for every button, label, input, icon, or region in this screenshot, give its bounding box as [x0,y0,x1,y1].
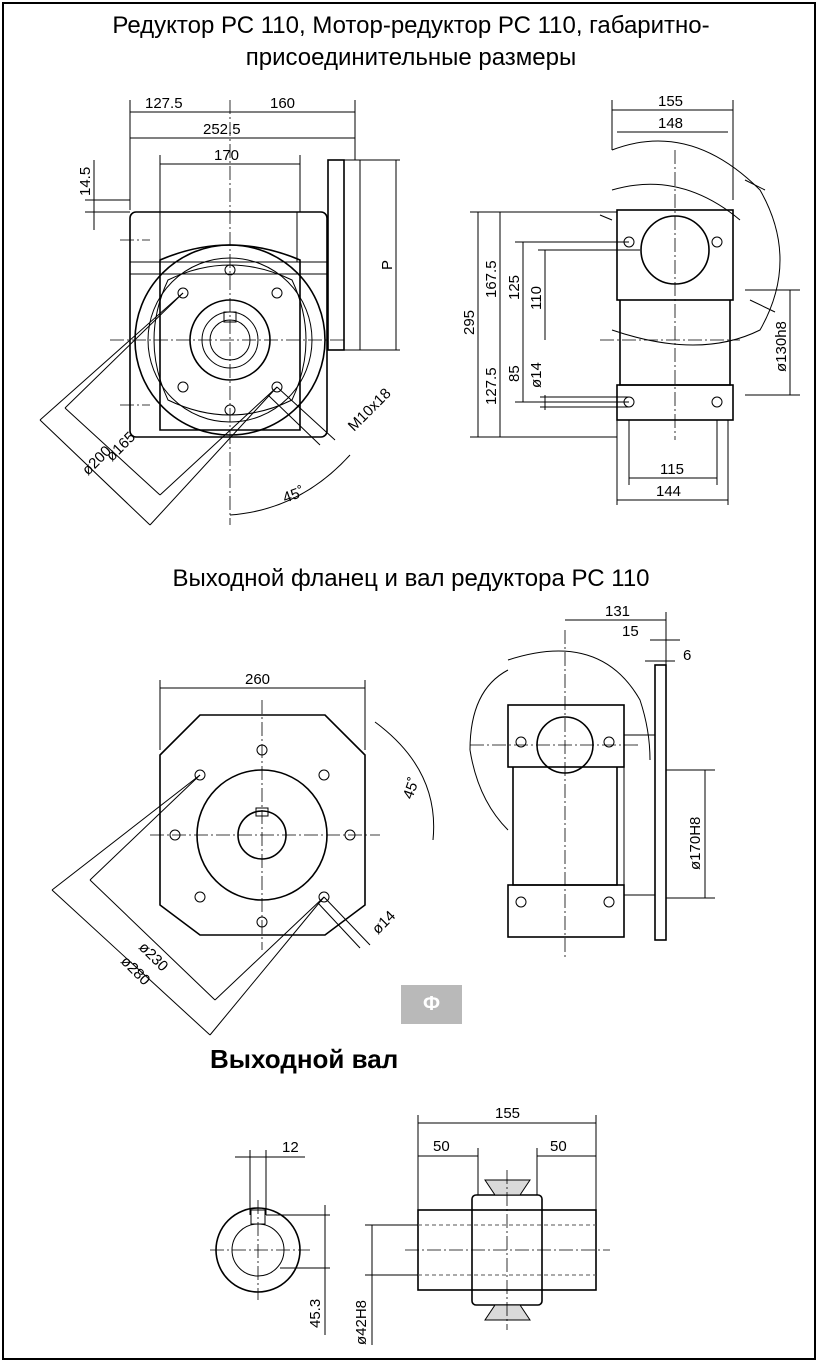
dim-252-5: 252.5 [203,121,241,138]
dim-15: 15 [622,623,639,640]
dim-p: P [379,260,396,270]
dim-12: 12 [282,1139,299,1156]
dim-125: 125 [506,275,523,300]
dim-d14: ø14 [528,362,545,388]
dim-167-5: 167.5 [483,260,500,298]
dim-d130h8: ø130h8 [773,321,790,372]
dim-155-shaft: 155 [495,1105,520,1122]
shaft-section-title: Выходной вал [210,1044,399,1074]
dim-155: 155 [658,93,683,110]
dim-m10x18: M10x18 [345,385,395,435]
dim-d170h8: ø170H8 [687,817,704,870]
dim-115: 115 [660,461,684,478]
side-view-drawing [470,100,800,505]
f-button[interactable]: Ф [401,985,462,1024]
dim-144: 144 [656,483,681,500]
shaft-side-drawing [365,1115,610,1345]
dim-14-5: 14.5 [77,167,94,196]
dim-45-3: 45.3 [307,1299,324,1328]
flange-section-title: Выходной фланец и вал редуктора РС 110 [172,565,650,592]
dim-110: 110 [528,286,545,310]
flange-front-drawing [51,680,435,1036]
dim-45-deg: 45˚ [281,483,307,506]
dim-260: 260 [245,671,270,688]
title-line-2: присоединительные размеры [245,44,577,71]
dim-160: 160 [270,95,295,112]
dim-127-5-low: 127.5 [483,367,500,405]
flange-side-drawing [469,612,715,960]
page-title: Редуктор РС 110, Мотор-редуктор РС 110, … [0,10,822,74]
front-view-drawing [39,100,400,526]
dim-d42h8: ø42H8 [353,1300,370,1345]
dim-50-right: 50 [550,1138,567,1155]
dim-50-left: 50 [433,1138,450,1155]
dim-131: 131 [605,603,630,620]
shaft-section-drawing [210,1150,330,1335]
dim-295: 295 [461,310,478,335]
title-line-1: Редуктор РС 110, Мотор-редуктор РС 110, … [112,12,710,39]
dim-148: 148 [658,115,683,132]
dim-d14-flange: ø14 [369,908,399,938]
dim-170: 170 [214,147,239,164]
dim-127-5: 127.5 [145,95,183,112]
dim-6: 6 [683,647,691,664]
dim-45-deg-flange: 45˚ [400,775,423,801]
dim-85: 85 [506,365,523,382]
